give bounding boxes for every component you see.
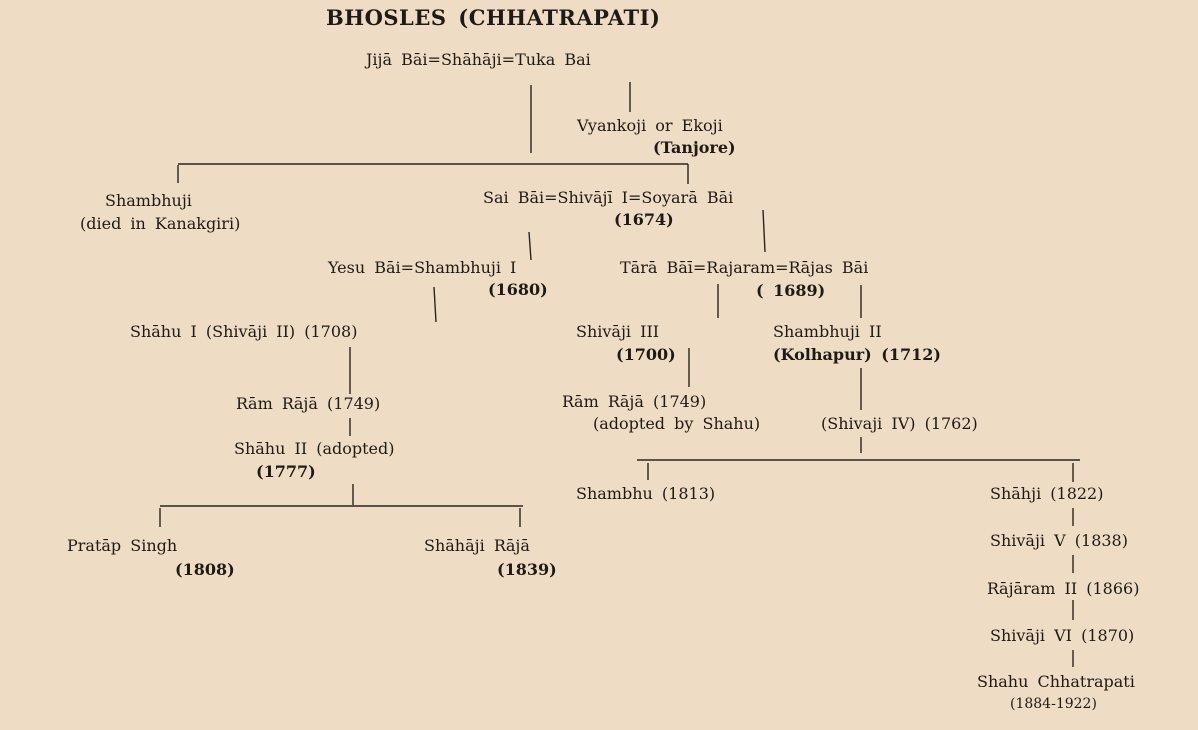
node-shambhuji-note: (died in Kanakgiri) — [80, 214, 241, 233]
node-shivaji4: (Shivaji IV) (1762) — [821, 414, 978, 433]
node-shahu-chhatrapati-date: (1884-1922) — [1010, 696, 1097, 712]
node-rajaram-date: ( 1689) — [756, 281, 826, 300]
node-pratap-date: (1808) — [175, 560, 235, 579]
node-rajaram: Tārā Bāī=Rajaram=Rājas Bāi — [620, 258, 869, 277]
node-shahu1: Shāhu I (Shivāji II) (1708) — [130, 322, 358, 341]
node-shahji: Shāhji (1822) — [990, 484, 1104, 503]
node-ramraja-b-note: (adopted by Shahu) — [593, 414, 761, 433]
node-shambhuji: Shambhuji — [105, 191, 192, 210]
node-shambhuji1: Yesu Bāi=Shambhuji I — [328, 258, 517, 277]
node-shahu2: Shāhu II (adopted) — [234, 439, 395, 458]
node-shambhuji2-date: (Kolhapur) (1712) — [773, 345, 941, 364]
node-vyankoji: Vyankoji or Ekoji — [577, 116, 723, 135]
node-shahaji-raja: Shāhāji Rājā — [424, 536, 530, 555]
node-vyankoji-note: (Tanjore) — [653, 138, 736, 157]
node-shambhuji1-date: (1680) — [488, 280, 548, 299]
node-rajaram2: Rājāram II (1866) — [987, 579, 1140, 598]
node-shahu-chhatrapati: Shahu Chhatrapati — [977, 672, 1135, 691]
node-shivaji5: Shivāji V (1838) — [990, 531, 1128, 550]
node-shahu2-date: (1777) — [256, 462, 316, 481]
node-ramraja-b: Rām Rājā (1749) — [562, 392, 707, 411]
node-shambhuji2: Shambhuji II — [773, 322, 882, 341]
node-shivaji1-date: (1674) — [614, 210, 674, 229]
node-shivaji1: Sai Bāi=Shivājī I=Soyarā Bāi — [483, 188, 734, 207]
node-pratap: Pratāp Singh — [67, 536, 178, 555]
node-ramraja-a: Rām Rājā (1749) — [236, 394, 381, 413]
node-shivaji6: Shivāji VI (1870) — [990, 626, 1135, 645]
node-shahaji-raja-date: (1839) — [497, 560, 557, 579]
node-shivaji3-date: (1700) — [616, 345, 676, 364]
node-shambhu: Shambhu (1813) — [576, 484, 716, 503]
node-shivaji3: Shivāji III — [576, 322, 660, 341]
node-shahaji: Jijā Bāi=Shāhāji=Tuka Bai — [366, 50, 591, 69]
chart-title: BHOSLES (CHHATRAPATI) — [326, 5, 661, 30]
